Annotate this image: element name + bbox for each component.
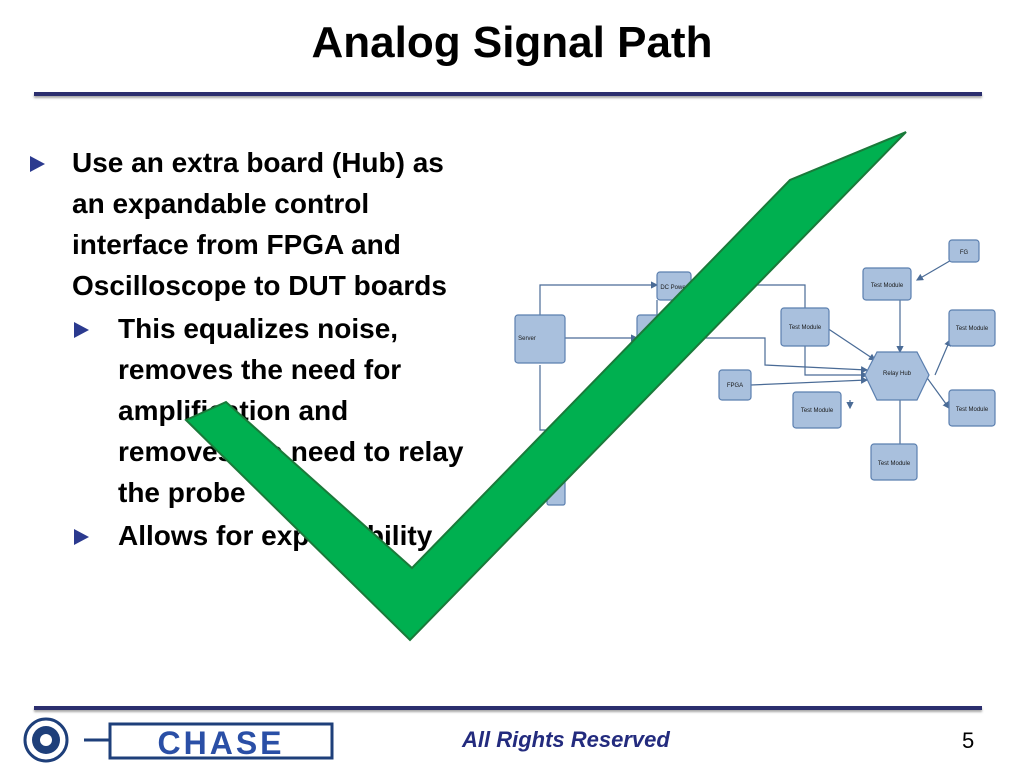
- fg-label: FG: [960, 250, 969, 256]
- server-node: [514, 314, 566, 364]
- fpga-label: FPGA: [727, 383, 743, 389]
- test-module-node: [792, 391, 842, 429]
- test-module-node: [862, 267, 912, 301]
- test-module-node: [780, 307, 830, 347]
- relay-hub-label: Relay Hub: [883, 371, 912, 377]
- bullet-arrow-icon: [74, 529, 89, 545]
- test-module-label: Test Module: [871, 283, 904, 289]
- logo: CHASE: [23, 717, 334, 763]
- bullet-text: Use an extra board (Hub) as an expandabl…: [72, 147, 447, 301]
- footer-text: All Rights Reserved: [462, 727, 670, 752]
- test-module-label: Test Module: [789, 325, 822, 331]
- test-module-node: [948, 309, 996, 347]
- fg-node: [948, 239, 980, 263]
- bullet-arrow-icon: [30, 156, 45, 172]
- dc-power-label: DC Power: [660, 285, 687, 291]
- test-module-label: Test Module: [801, 408, 834, 414]
- bullet-item: Use an extra board (Hub) as an expandabl…: [20, 142, 470, 306]
- test-module-node: [948, 389, 996, 427]
- page-number: 5: [962, 728, 975, 753]
- logo-text: CHASE: [157, 725, 284, 761]
- bullet-arrow-icon: [74, 322, 89, 338]
- test-module-node: [870, 443, 918, 481]
- top-divider: [34, 92, 982, 96]
- server-label: Server: [518, 336, 536, 342]
- system-diagram: Server DC Power FPGA Test Module Test Mo…: [514, 239, 996, 506]
- test-module-label: Test Module: [956, 407, 989, 413]
- bottom-divider: [34, 706, 982, 710]
- bullet-list: Use an extra board (Hub) as an expandabl…: [20, 142, 470, 556]
- test-module-label: Test Module: [956, 326, 989, 332]
- relay-hub-node: [864, 351, 930, 401]
- slide-title: Analog Signal Path: [311, 18, 713, 67]
- fpga-node: [718, 369, 752, 401]
- test-module-label: Test Module: [878, 461, 911, 467]
